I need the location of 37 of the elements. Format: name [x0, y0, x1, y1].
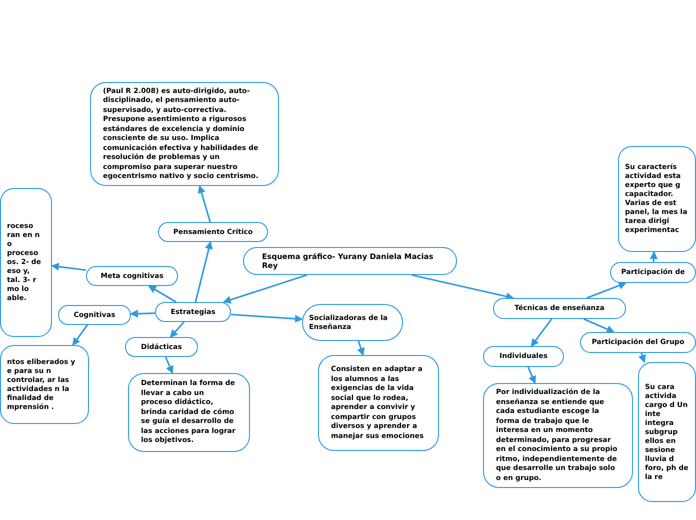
arrow — [586, 282, 627, 299]
arrow — [357, 340, 365, 356]
description-box — [318, 355, 439, 451]
topic-node — [155, 302, 231, 322]
title-node — [243, 247, 457, 275]
topic-node — [58, 305, 131, 325]
arrow — [527, 366, 536, 384]
description-box — [483, 383, 633, 488]
arrow — [51, 262, 86, 271]
topic-node — [580, 332, 696, 353]
arrow — [194, 241, 213, 302]
arrow — [230, 314, 303, 323]
arrow — [198, 185, 211, 222]
description-box — [618, 146, 696, 252]
description-box — [90, 82, 279, 186]
topic-node — [610, 262, 696, 283]
arrow — [650, 251, 658, 262]
topic-node — [125, 337, 198, 357]
description-box — [0, 188, 52, 337]
arrow — [130, 310, 156, 318]
arrow — [148, 285, 176, 303]
topic-node — [302, 304, 403, 341]
arrow — [170, 321, 185, 338]
arrow — [164, 356, 174, 374]
arrow — [638, 352, 646, 363]
arrow — [412, 274, 514, 300]
topic-node — [86, 266, 178, 286]
topic-node — [483, 346, 564, 367]
arrow — [222, 274, 308, 304]
description-box — [0, 345, 89, 424]
arrow — [583, 318, 615, 333]
arrow — [530, 318, 552, 347]
description-box — [638, 362, 696, 502]
topic-node — [158, 222, 268, 242]
topic-node — [493, 298, 626, 319]
arrow — [72, 324, 88, 346]
description-box — [128, 373, 250, 452]
